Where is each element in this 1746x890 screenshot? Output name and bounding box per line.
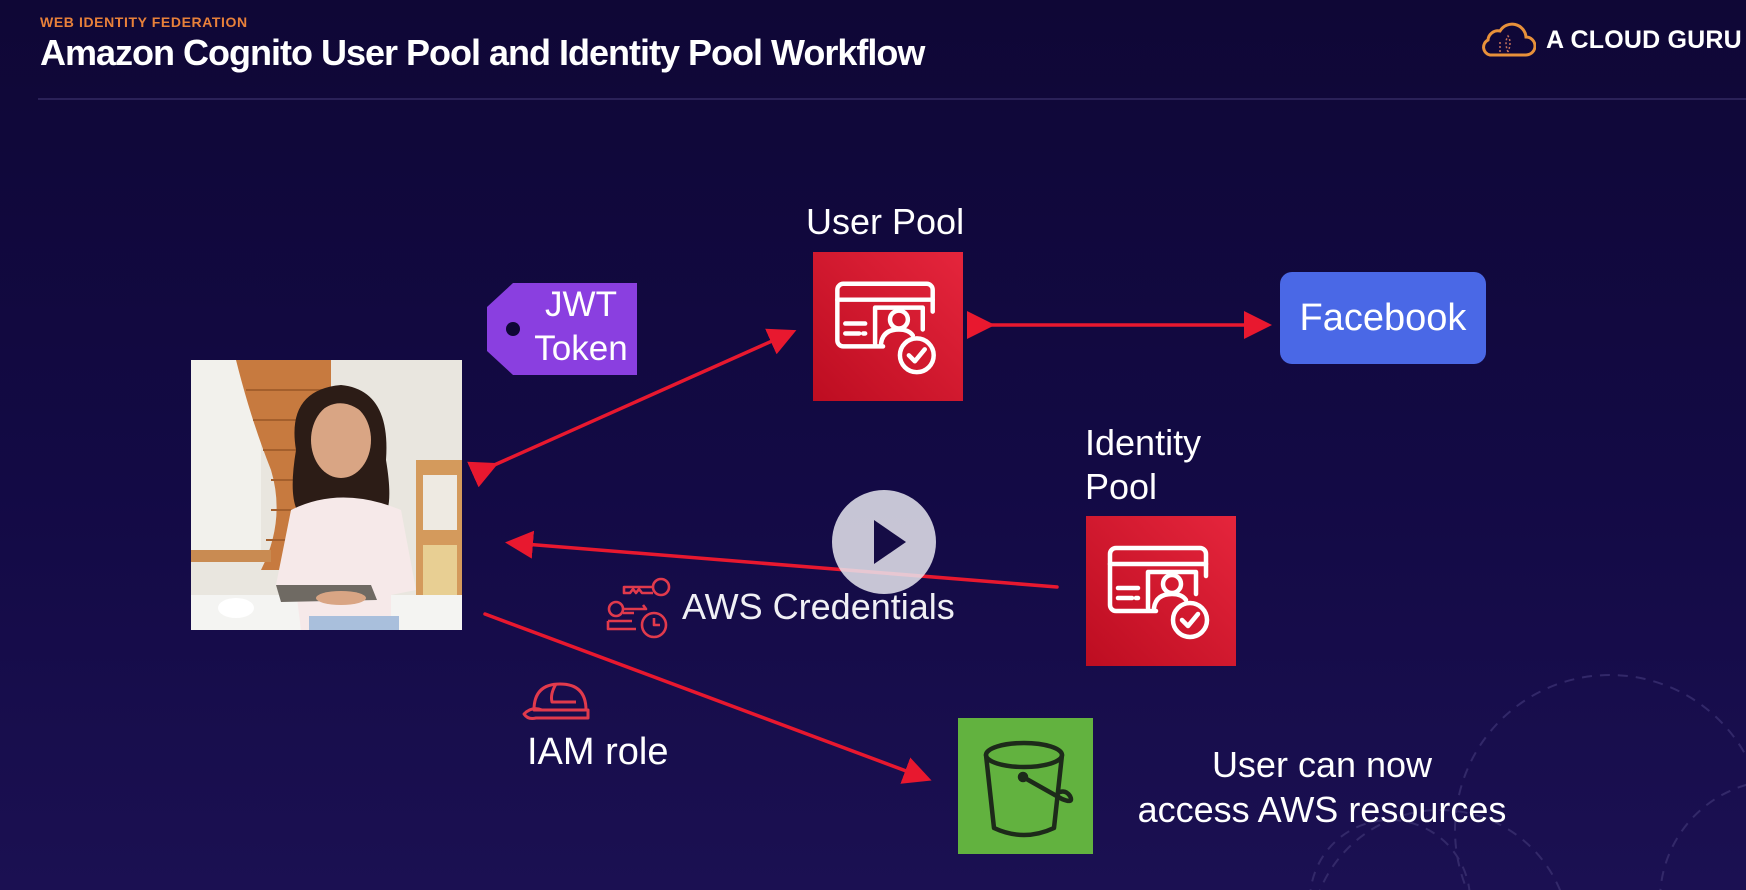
facebook-identity-provider[interactable]: Facebook (1280, 272, 1486, 364)
hard-hat-icon (522, 682, 590, 720)
identity-pool-box[interactable] (1086, 516, 1236, 666)
user-pool-label: User Pool (806, 201, 965, 242)
brand-name: A CLOUD GURU (1546, 25, 1742, 54)
cloud-icon (1482, 22, 1536, 57)
play-icon (874, 520, 906, 564)
user-pool-box[interactable] (813, 252, 963, 401)
facebook-label: Facebook (1299, 296, 1467, 339)
video-play-button[interactable] (832, 490, 936, 594)
user-photo (191, 360, 462, 630)
brand-logo: A CLOUD GURU (1478, 22, 1742, 58)
identity-pool-label: Identity Pool (1085, 422, 1202, 507)
cognito-icon (1107, 545, 1210, 640)
aws-credentials-label: AWS Credentials (682, 586, 955, 627)
slide-title: Amazon Cognito User Pool and Identity Po… (40, 32, 925, 73)
aws-credentials: AWS Credentials (606, 575, 955, 639)
keys-clock-icon (606, 577, 671, 639)
section-eyebrow: WEB IDENTITY FEDERATION (40, 14, 248, 30)
header-divider (38, 98, 1746, 100)
iam-role-label: IAM role (527, 731, 669, 773)
result-message: User can now access AWS resources (1137, 744, 1507, 830)
s3-bucket-box[interactable] (958, 718, 1093, 854)
cognito-icon (835, 281, 936, 375)
s3-bucket-icon (983, 740, 1074, 838)
jwt-token-tag: JWT Token (487, 283, 637, 375)
jwt-token-label: JWT Token (534, 285, 628, 368)
